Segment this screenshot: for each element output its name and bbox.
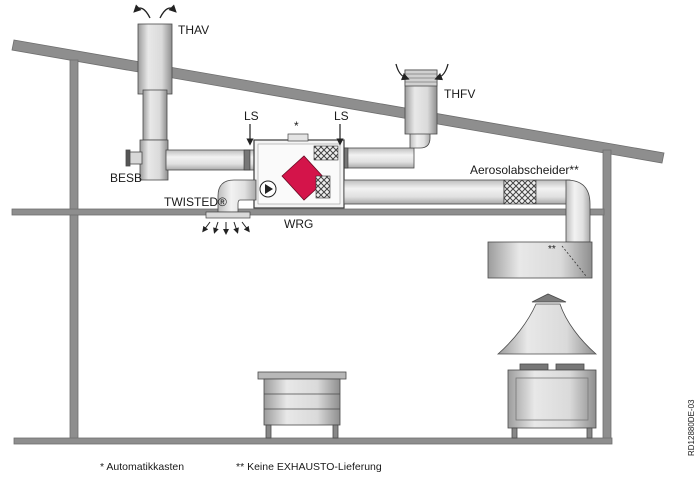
label-thfv: THFV	[444, 87, 475, 101]
extract-cone	[496, 293, 598, 355]
kitchen-stove	[507, 363, 597, 439]
automatic-box	[287, 133, 309, 142]
footnote-automatikkasten: * Automatikkasten	[100, 461, 184, 473]
besb-fan-box	[125, 139, 169, 181]
kitchen-hood	[487, 241, 593, 279]
floor-slab	[13, 437, 613, 445]
label-aerosolabscheider: Aerosolabscheider**	[470, 163, 579, 177]
aerosol-separator	[503, 179, 537, 205]
label-ls-right: LS	[334, 109, 349, 123]
work-table	[257, 371, 347, 439]
roof-beam	[11, 39, 665, 164]
heat-recovery-unit	[253, 133, 345, 209]
drawing-code: RD12880DE-03	[687, 399, 696, 456]
building-structure	[11, 39, 665, 445]
hood-elbow	[565, 179, 591, 243]
supply-duct-upper-right	[341, 147, 415, 169]
label-besb: BESB	[110, 171, 142, 185]
unit-filter-upper	[313, 145, 339, 161]
supply-elbow-twisted	[217, 179, 257, 213]
unit-filter-lower	[315, 175, 331, 199]
thav-roof-exhaust	[133, 4, 177, 141]
damper-ls-left	[243, 149, 251, 171]
extract-duct-lower	[343, 179, 505, 205]
diffuser-airflow-arrows	[202, 221, 250, 235]
label-twisted: TWISTED®	[164, 195, 227, 209]
twisted-diffuser	[205, 211, 251, 219]
right-column	[602, 149, 612, 443]
extract-duct-right	[535, 179, 571, 205]
label-ls-left: LS	[244, 109, 259, 123]
left-column	[69, 59, 79, 441]
exhaust-duct-upper-left	[165, 149, 257, 171]
thfv-roof-intake	[395, 63, 449, 135]
footnote-keine-lieferung: ** Keine EXHAUSTO-Lieferung	[236, 461, 382, 473]
label-hood-marks: **	[548, 244, 556, 255]
label-automatic-box-star: *	[294, 119, 299, 133]
label-thav: THAV	[178, 23, 209, 37]
label-wrg: WRG	[284, 217, 313, 231]
ceiling-slab	[11, 208, 605, 216]
